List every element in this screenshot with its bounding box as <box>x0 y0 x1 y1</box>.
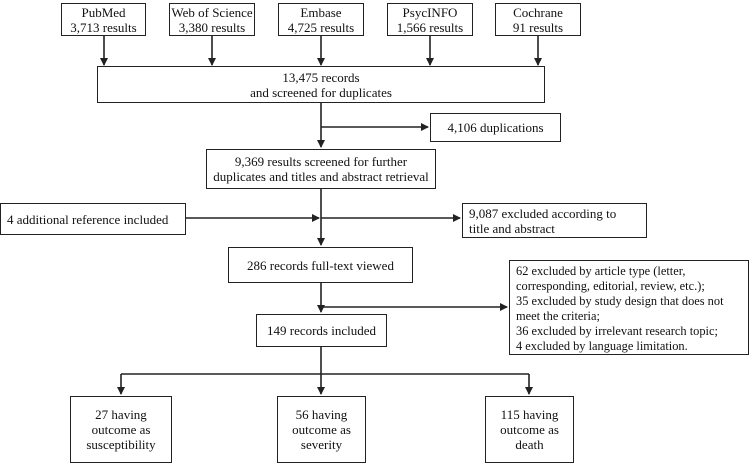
outcome-text: outcome as <box>292 422 351 437</box>
screened-line2: duplicates and titles and abstract retri… <box>213 169 429 184</box>
source-cochrane: Cochrane 91 results <box>495 3 581 36</box>
combined-records-box: 13,475 records and screened for duplicat… <box>97 66 545 103</box>
outcome-count: 56 having <box>295 407 348 422</box>
source-name: Cochrane <box>513 4 563 20</box>
excluded-reason: meet the criteria; <box>516 309 600 323</box>
duplications-label: 4,106 duplications <box>447 120 544 135</box>
excluded-reason: 62 excluded by article type (letter, <box>516 264 686 278</box>
outcome-text: outcome as <box>91 422 151 437</box>
outcome-count: 27 having <box>95 407 147 422</box>
outcome-text: outcome as <box>500 422 559 437</box>
outcome-count: 115 having <box>500 407 559 422</box>
source-name: PsycINFO <box>402 4 458 20</box>
source-name: Web of Science <box>171 4 253 20</box>
source-embase: Embase 4,725 results <box>278 3 364 36</box>
source-count: 3,380 results <box>178 19 246 35</box>
outcome-type: severity <box>300 437 343 452</box>
combined-line1: 13,475 records <box>282 69 360 85</box>
excluded-fulltext-box: 62 excluded by article type (letter, cor… <box>509 260 749 355</box>
additional-reference-box: 4 additional reference included <box>0 203 186 235</box>
outcome-type: death <box>515 437 544 452</box>
included-label: 149 records included <box>266 323 377 338</box>
fulltext-viewed-box: 286 records full-text viewed <box>228 247 413 283</box>
duplications-box: 4,106 duplications <box>430 113 561 142</box>
source-count: 3,713 results <box>70 19 137 35</box>
source-name: PubMed <box>81 4 126 20</box>
outcome-susceptibility-box: 27 having outcome as susceptibility <box>70 396 172 463</box>
source-pubmed: PubMed 3,713 results <box>61 3 146 36</box>
excluded-reason: 36 excluded by irrelevant research topic… <box>516 324 718 338</box>
fulltext-label: 286 records full-text viewed <box>247 257 394 273</box>
excluded-title-abstract-box: 9,087 excluded according to title and ab… <box>462 203 647 238</box>
additional-label: 4 additional reference included <box>7 211 169 227</box>
source-count: 91 results <box>512 19 564 35</box>
source-psycinfo: PsycINFO 1,566 results <box>387 3 473 36</box>
source-count: 4,725 results <box>287 19 355 35</box>
excluded-reason: 4 excluded by language limitation. <box>516 339 688 353</box>
source-web-of-science: Web of Science 3,380 results <box>169 3 255 36</box>
records-included-box: 149 records included <box>256 314 387 347</box>
outcome-death-box: 115 having outcome as death <box>485 396 574 463</box>
outcome-type: susceptibility <box>86 437 156 452</box>
combined-line2: and screened for duplicates <box>250 84 392 100</box>
excluded-title-line2: title and abstract <box>469 220 555 236</box>
source-count: 1,566 results <box>396 19 464 35</box>
excluded-reason: corresponding, editorial, review, etc.); <box>516 279 705 293</box>
outcome-severity-box: 56 having outcome as severity <box>277 396 366 463</box>
excluded-reason: 35 excluded by study design that does no… <box>516 294 724 308</box>
source-name: Embase <box>300 4 342 20</box>
excluded-title-line1: 9,087 excluded according to <box>469 205 617 221</box>
screened-line1: 9,369 results screened for further <box>234 154 408 169</box>
screened-box: 9,369 results screened for further dupli… <box>206 149 436 189</box>
